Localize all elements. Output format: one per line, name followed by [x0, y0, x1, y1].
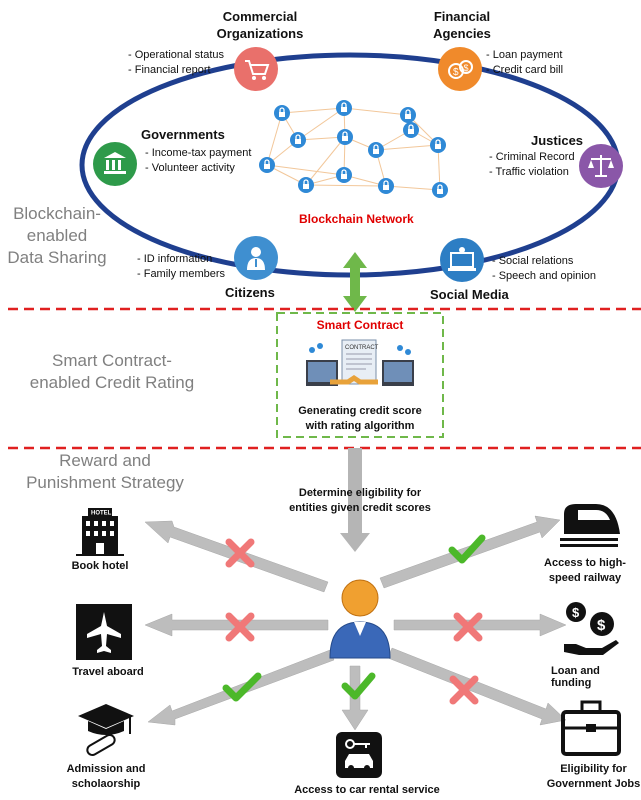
check-marks [222, 534, 486, 702]
jobs-line: Eligibility for [560, 763, 627, 775]
justices-title: Justices [531, 133, 584, 148]
section-label-line: Data Sharing [7, 248, 107, 267]
section-label-data-sharing: Blockchain- enabled Data Sharing [2, 203, 112, 269]
svg-text:$: $ [572, 605, 580, 620]
admission-label: Admission and scholaorship [58, 762, 154, 792]
svg-text:$: $ [464, 63, 469, 73]
social-media-title: Social Media [430, 287, 509, 302]
government-building-icon [93, 142, 137, 186]
financial-title: Financial Agencies [420, 8, 504, 42]
commercial-item: - Operational status [128, 49, 224, 61]
loan-funding-label: Loan and funding [551, 665, 600, 689]
governments-item: - Volunteer activity [145, 162, 235, 174]
jobs-line: Government Jobs [546, 778, 641, 790]
title-line: Commercial [222, 9, 298, 24]
airplane-icon [76, 604, 132, 660]
network-mesh [266, 107, 441, 191]
user-icon [326, 578, 394, 660]
financial-items: - Loan payment - Credit card bill [486, 48, 563, 78]
contract-illustration: CONTRACT [300, 338, 420, 396]
title-line: Financial [433, 9, 491, 24]
section-label-line: Punishment Strategy [26, 473, 184, 492]
smart-contract-box [276, 312, 444, 438]
railway-line: speed railway [548, 572, 622, 584]
contract-caption: Generating credit score with rating algo… [277, 404, 443, 434]
cross-marks [225, 538, 483, 705]
section-label-credit-rating: Smart Contract- enabled Credit Rating [2, 350, 222, 394]
section-label-line: Blockchain- [13, 204, 101, 223]
citizens-item: - ID information [137, 253, 213, 265]
travel-aboard-label: Travel aboard [72, 666, 144, 678]
admission-line: scholaorship [71, 778, 141, 790]
justices-items: - Criminal Record - Traffic violation [489, 150, 575, 180]
scales-icon [579, 144, 623, 188]
determine-line: Determine eligibility for [298, 487, 422, 499]
train-icon [558, 498, 620, 550]
blockchain-network-label: Blockchain Network [299, 212, 414, 226]
title-line: Organizations [216, 26, 304, 41]
contract-doc-label: CONTRACT [345, 345, 379, 351]
section-label-line: enabled Credit Rating [29, 373, 195, 392]
financial-item: - Credit card bill [486, 64, 564, 76]
hotel-sign-text: HOTEL [91, 511, 112, 517]
commercial-title: Commercial Organizations [205, 8, 315, 42]
justices-item: - Criminal Record [489, 151, 575, 163]
railway-label: Access to high- speed railway [540, 556, 630, 586]
section-label-reward: Reward and Punishment Strategy [10, 450, 200, 494]
book-hotel-label: Book hotel [71, 560, 129, 572]
title-line: Agencies [433, 26, 491, 41]
caption-line: Generating credit score [298, 405, 422, 417]
briefcase-icon [560, 700, 622, 756]
citizens-title: Citizens [225, 285, 275, 300]
hotel-icon: HOTEL [72, 506, 128, 556]
car-rental-label: Access to car rental service [294, 784, 440, 796]
caption-line: with rating algorithm [305, 420, 415, 432]
commercial-items: - Operational status - Financial report [128, 48, 224, 78]
graduation-cap-icon [74, 700, 136, 760]
social-media-items: - Social relations - Speech and opinion [492, 254, 596, 284]
railway-line: Access to high- [544, 557, 626, 569]
social-media-icon [440, 238, 484, 282]
citizens-items: - ID information - Family members [137, 252, 225, 282]
section-label-line: enabled [26, 226, 88, 245]
citizen-icon [234, 236, 278, 280]
social-item: - Speech and opinion [492, 270, 596, 282]
financial-item: - Loan payment [486, 49, 563, 61]
shopping-cart-icon [234, 47, 278, 91]
governments-title: Governments [141, 127, 225, 142]
determine-eligibility-text: Determine eligibility for entities given… [270, 486, 450, 516]
determine-line: entities given credit scores [289, 502, 431, 514]
citizens-item: - Family members [137, 268, 226, 280]
green-double-arrow [343, 252, 367, 312]
social-item: - Social relations [492, 255, 574, 267]
smart-contract-title: Smart Contract [316, 318, 404, 332]
svg-text:$: $ [597, 617, 606, 634]
commercial-item: - Financial report [128, 64, 211, 76]
government-jobs-label: Eligibility for Government Jobs [546, 762, 641, 792]
governments-items: - Income-tax payment - Volunteer activit… [145, 146, 251, 176]
car-key-icon [336, 732, 382, 778]
section-label-line: Smart Contract- [52, 351, 172, 370]
loan-hand-icon: $ $ [562, 600, 622, 658]
money-bags-icon: $$ [438, 47, 482, 91]
gray-down-arrow [340, 448, 370, 552]
justices-item: - Traffic violation [489, 166, 569, 178]
svg-text:$: $ [453, 67, 459, 78]
admission-line: Admission and [66, 763, 146, 775]
governments-item: - Income-tax payment [145, 147, 252, 159]
section-label-line: Reward and [59, 451, 151, 470]
